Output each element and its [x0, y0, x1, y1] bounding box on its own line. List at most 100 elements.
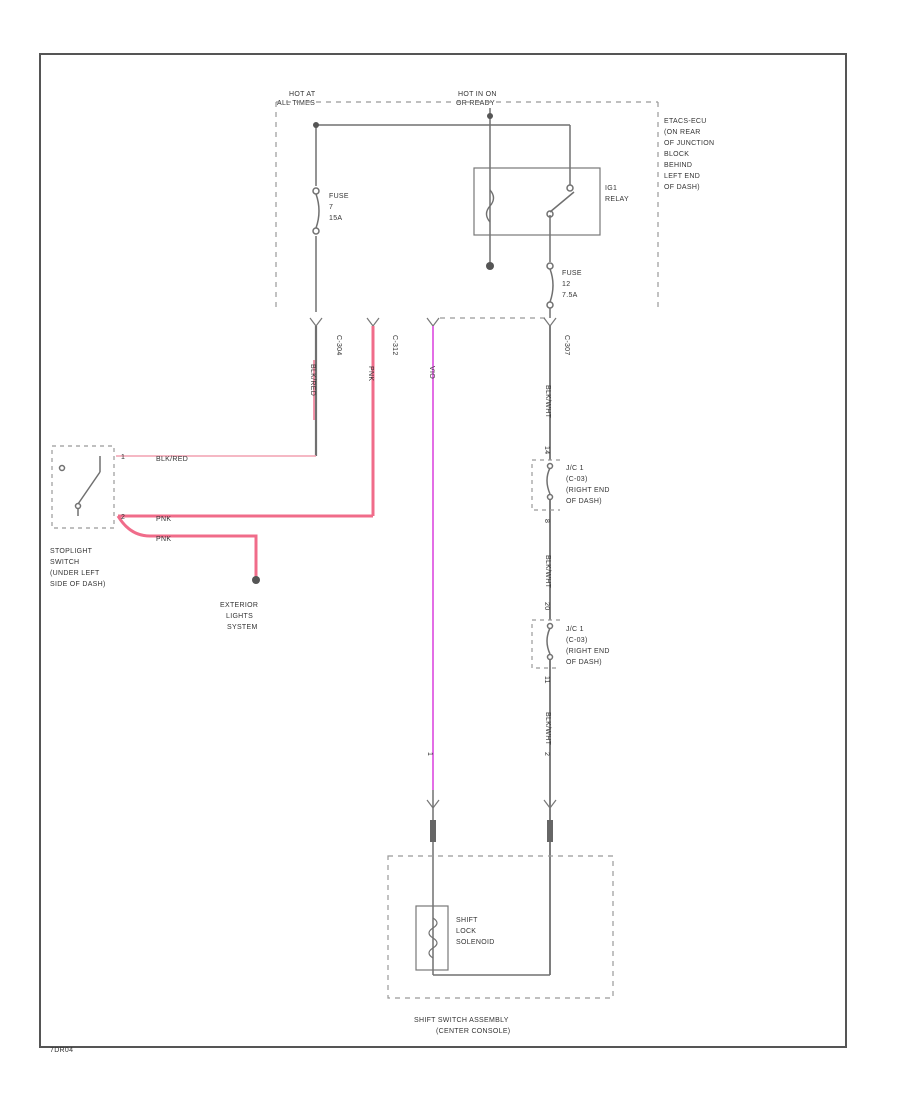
joint-connector-1-symbol [546, 462, 554, 501]
svg-text:LEFT END: LEFT END [664, 173, 700, 180]
connector-id-c304: C-304 [335, 335, 342, 356]
wire-label-blk-wht-3: BLK/WHT [544, 712, 551, 746]
svg-text:1: 1 [121, 454, 125, 461]
svg-text:(C-03): (C-03) [566, 637, 588, 644]
jc-pin: 8 [543, 519, 550, 523]
svg-text:(RIGHT END: (RIGHT END [566, 487, 610, 494]
connector-id-c312: C-312 [391, 335, 398, 356]
solenoid-coil-icon [428, 917, 438, 959]
svg-text:ALL TIMES: ALL TIMES [277, 100, 315, 107]
svg-text:STOPLIGHT: STOPLIGHT [50, 548, 93, 555]
svg-text:BLOCK: BLOCK [664, 151, 689, 158]
svg-text:J/C 1: J/C 1 [566, 465, 584, 472]
bus-junction-dot [313, 122, 319, 128]
relay-contact [546, 184, 575, 218]
svg-text:SOLENOID: SOLENOID [456, 939, 495, 946]
svg-text:OR READY: OR READY [456, 100, 495, 107]
svg-text:SWITCH: SWITCH [50, 559, 79, 566]
joint-connector-2-outline [531, 619, 560, 669]
svg-text:OF DASH): OF DASH) [566, 498, 602, 505]
wire-label-blk-red: BLK/RED [309, 364, 316, 396]
hot-in-on-label: HOT IN ON OR READY [456, 91, 497, 107]
wire-label-vio: VIO [428, 366, 435, 379]
svg-text:15A: 15A [329, 215, 342, 222]
svg-text:(RIGHT END: (RIGHT END [566, 648, 610, 655]
ig1-relay-box [473, 167, 601, 236]
svg-text:OF DASH): OF DASH) [566, 659, 602, 666]
svg-text:(UNDER LEFT: (UNDER LEFT [50, 570, 100, 577]
fuse-12-label: FUSE 12 7.5A [562, 270, 582, 299]
bottom-connector-blocks [430, 820, 553, 842]
stoplight-wire-labels: BLK/RED PNK PNK [156, 456, 188, 543]
svg-text:RELAY: RELAY [605, 196, 629, 203]
svg-text:LOCK: LOCK [456, 928, 476, 935]
relay-coil [485, 189, 495, 223]
wire-pnk [118, 326, 375, 518]
wire-blk-red [116, 326, 318, 457]
bottom-connector-markers [426, 799, 557, 809]
fuse-12-symbol [546, 262, 554, 309]
bottom-pin-2: 2 [543, 752, 550, 756]
internal-bus [315, 108, 571, 318]
joint-connector-1-outline [531, 459, 560, 511]
svg-text:EXTERIOR: EXTERIOR [220, 602, 258, 609]
svg-text:SIDE OF DASH): SIDE OF DASH) [50, 581, 106, 588]
stoplight-switch-outline [51, 445, 115, 529]
svg-text:HOT IN ON: HOT IN ON [458, 91, 497, 98]
stoplight-switch-contact [58, 456, 101, 516]
wire-label-pnk: PNK [367, 366, 374, 381]
svg-text:J/C 1: J/C 1 [566, 626, 584, 633]
svg-text:OF DASH): OF DASH) [664, 184, 700, 191]
connector-id-c307: C-307 [563, 335, 570, 356]
svg-text:7.5A: 7.5A [562, 292, 578, 299]
stoplight-switch-label: STOPLIGHT SWITCH (UNDER LEFT SIDE OF DAS… [50, 548, 106, 588]
stoplight-switch-pins: 1 2 [121, 454, 125, 521]
hot-at-all-times-label: HOT AT ALL TIMES [277, 91, 316, 107]
shift-lock-solenoid-label: SHIFT LOCK SOLENOID [456, 917, 495, 946]
jc-pin: 20 [543, 602, 550, 610]
wire-label-blk-wht: BLK/WHT [544, 385, 551, 419]
svg-text:SHIFT: SHIFT [456, 917, 478, 924]
svg-text:FUSE: FUSE [329, 193, 349, 200]
svg-text:(ON REAR: (ON REAR [664, 129, 701, 136]
bus-junction-dot [487, 113, 493, 119]
ground-dot [486, 262, 494, 270]
relay-label: IG1 RELAY [605, 185, 629, 203]
exterior-lights-terminal [252, 576, 260, 584]
svg-text:BEHIND: BEHIND [664, 162, 692, 169]
shift-switch-assembly-outline [387, 855, 614, 999]
connector-markers [309, 317, 557, 327]
svg-text:PNK: PNK [156, 516, 171, 523]
shift-lock-solenoid-box [415, 905, 449, 971]
exterior-lights-label: EXTERIOR LIGHTS SYSTEM [220, 602, 258, 631]
svg-text:12: 12 [562, 281, 570, 288]
svg-text:(C-03): (C-03) [566, 476, 588, 483]
jc-pin: 14 [543, 446, 550, 454]
svg-text:SYSTEM: SYSTEM [227, 624, 258, 631]
wire-pnk-exterior [116, 515, 258, 578]
svg-text:OF JUNCTION: OF JUNCTION [664, 140, 714, 147]
shift-switch-assembly-label: SHIFT SWITCH ASSEMBLY (CENTER CONSOLE) [414, 1017, 510, 1035]
junction-block-outline [275, 101, 659, 319]
svg-text:BLK/RED: BLK/RED [156, 456, 188, 463]
joint-connector-2-label: J/C 1 (C-03) (RIGHT END OF DASH) [566, 626, 610, 666]
bottom-pin-1: 1 [426, 752, 433, 756]
svg-text:2: 2 [121, 514, 125, 521]
svg-text:ETACS-ECU: ETACS-ECU [664, 118, 707, 125]
svg-text:(CENTER CONSOLE): (CENTER CONSOLE) [436, 1028, 510, 1035]
svg-text:IG1: IG1 [605, 185, 617, 192]
wire-label-blk-wht-2: BLK/WHT [544, 555, 551, 589]
svg-text:PNK: PNK [156, 536, 171, 543]
joint-connector-1-label: J/C 1 (C-03) (RIGHT END OF DASH) [566, 465, 610, 505]
junction-block-label: ETACS-ECU (ON REAR OF JUNCTION BLOCK BEH… [664, 118, 714, 191]
diagram-frame [39, 53, 847, 1048]
fuse-7-label: FUSE 7 15A [329, 193, 349, 222]
svg-text:HOT AT: HOT AT [289, 91, 316, 98]
figure-id: 7DR04 [50, 1047, 73, 1054]
svg-text:FUSE: FUSE [562, 270, 582, 277]
joint-connector-2-symbol [546, 622, 554, 661]
svg-text:7: 7 [329, 204, 333, 211]
svg-text:SHIFT SWITCH ASSEMBLY: SHIFT SWITCH ASSEMBLY [414, 1017, 509, 1024]
svg-text:LIGHTS: LIGHTS [226, 613, 253, 620]
